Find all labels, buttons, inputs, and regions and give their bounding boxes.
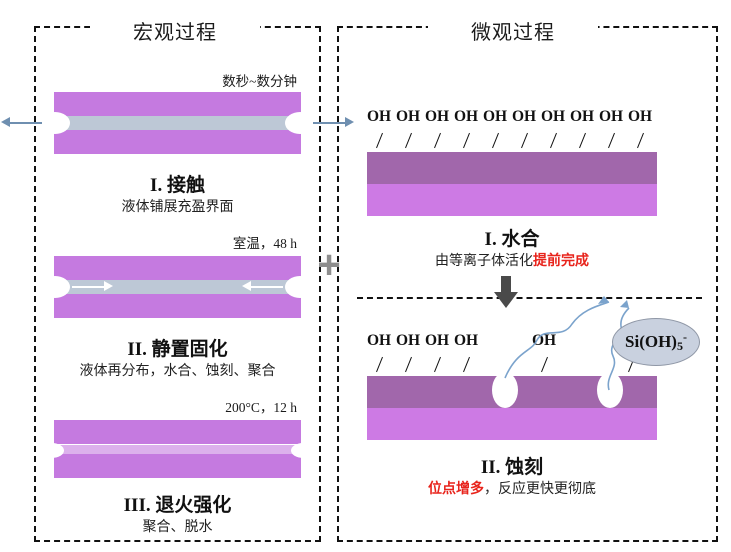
substrate-light-layer <box>367 408 657 440</box>
silicate-species-label: Si(OH)5- <box>625 330 687 354</box>
oh-label: OH <box>425 108 450 125</box>
micro-panel-title: 微观过程 <box>428 18 598 48</box>
oh-label: OH <box>425 332 450 349</box>
wafer-top-slab <box>54 256 301 280</box>
oh-label: OH <box>454 108 479 125</box>
oh-bond-stem <box>521 132 529 149</box>
down-arrow-head <box>494 292 518 308</box>
oh-label: OH <box>599 108 624 125</box>
micro-step-2-subtitle: 位点增多，反应更快更彻底 <box>357 478 667 498</box>
meniscus-left <box>40 276 70 298</box>
micro-step-1-title: I. 水合 <box>484 229 540 250</box>
oh-bond-stem <box>550 132 558 149</box>
macro-step-3-condition: 200°C，12 h <box>225 400 297 415</box>
oh-bond-stem <box>463 132 471 149</box>
oh-bond-stem <box>376 132 384 149</box>
oh-label: OH <box>367 332 392 349</box>
oh-bond-stem <box>637 132 645 149</box>
macro-step-2: 室温，48 h II. 静置固化 液体再分布，水合、蚀刻、聚合 <box>34 232 321 397</box>
wafer-liquid-interlayer <box>54 280 301 294</box>
oh-label: OH <box>454 332 479 349</box>
redistribute-arrow-right-head <box>242 281 251 291</box>
dissolution-arrowhead-1 <box>598 296 609 304</box>
oh-bond-stem <box>608 132 616 149</box>
oh-bond-stem <box>492 132 500 149</box>
micro-step-1-subtitle-highlight: 提前完成 <box>533 254 589 269</box>
macro-step-3: 200°C，12 h III. 退火强化 聚合、脱水 <box>34 396 321 536</box>
macro-step-3-subtitle: 聚合、脱水 <box>142 520 213 535</box>
wafer-bottom-slab <box>54 130 301 154</box>
spread-arrow-left-shaft <box>10 122 42 124</box>
macro-step-1: 数秒~数分钟 I. 接触 液体铺展充盈界面 <box>1 70 354 230</box>
macro-step-2-subtitle: 液体再分布，水合、蚀刻、聚合 <box>79 364 276 379</box>
down-arrow-shaft <box>501 276 511 293</box>
micro-step-2-title: II. 蚀刻 <box>480 457 544 478</box>
substrate-light-layer <box>367 184 657 216</box>
wafer-liquid-interlayer <box>54 116 301 130</box>
macro-step-1-title: I. 接触 <box>150 175 205 196</box>
redistribute-arrow-right-shaft <box>249 286 283 288</box>
oh-label: OH <box>570 108 595 125</box>
spread-arrow-right-shaft <box>313 122 345 124</box>
oh-bond-stem <box>405 132 413 149</box>
oh-label: OH <box>532 332 557 349</box>
macro-panel-title: 宏观过程 <box>90 18 260 48</box>
micro-step-2-subtitle-highlight: 位点增多 <box>428 482 484 497</box>
meniscus-right <box>285 276 315 298</box>
oh-bond-stem <box>579 132 587 149</box>
macro-step-3-wafer <box>40 420 315 478</box>
spread-arrow-left-head <box>1 117 10 127</box>
oh-label: OH <box>541 108 566 125</box>
oh-bond-stem <box>434 132 442 149</box>
silicate-species-subscript: 5 <box>676 339 683 353</box>
macro-step-2-condition: 室温，48 h <box>232 236 297 251</box>
silicate-species-bubble: Si(OH)5- <box>612 318 700 366</box>
dissolution-arrowhead-2 <box>620 300 629 308</box>
meniscus-right <box>285 112 315 134</box>
wafer-top-slab <box>54 420 301 444</box>
macro-step-2-wafer <box>40 256 315 318</box>
silicate-species-prefix: Si(OH) <box>625 332 677 351</box>
meniscus-left <box>40 443 64 458</box>
micro-step-2-subtitle-plain: ，反应更快更彻底 <box>484 482 596 497</box>
substrate-hydration <box>367 152 657 216</box>
plus-icon: + <box>317 243 341 287</box>
macro-step-1-subtitle: 液体铺展充盈界面 <box>121 200 234 215</box>
micro-step-1-subtitle-plain: 由等离子体活化 <box>435 254 533 269</box>
wafer-bottom-slab <box>54 454 301 478</box>
wafer-bottom-slab <box>54 294 301 318</box>
oh-label: OH <box>367 108 392 125</box>
redistribute-arrow-left-shaft <box>72 286 106 288</box>
oh-label: OH <box>396 108 421 125</box>
dissolution-path-1 <box>504 301 610 379</box>
redistribute-arrow-left-head <box>104 281 113 291</box>
macro-step-1-wafer <box>1 92 354 154</box>
macro-step-3-title: III. 退火强化 <box>123 495 232 516</box>
spread-arrow-right-head <box>345 117 354 127</box>
wafer-top-slab <box>54 92 301 116</box>
micro-step-divider <box>357 297 702 299</box>
macro-step-1-condition: 数秒~数分钟 <box>222 74 297 89</box>
macro-step-2-title: II. 静置固化 <box>127 339 228 360</box>
silicate-species-superscript: - <box>682 330 687 344</box>
oh-label: OH <box>396 332 421 349</box>
micro-step-1-subtitle: 由等离子体活化提前完成 <box>357 250 667 270</box>
meniscus-left <box>40 112 70 134</box>
meniscus-right <box>291 443 315 458</box>
oh-label: OH <box>483 108 508 125</box>
down-arrow-icon <box>494 276 518 308</box>
oh-label: OH <box>628 108 653 125</box>
substrate-dark-layer <box>367 152 657 184</box>
oh-label: OH <box>512 108 537 125</box>
